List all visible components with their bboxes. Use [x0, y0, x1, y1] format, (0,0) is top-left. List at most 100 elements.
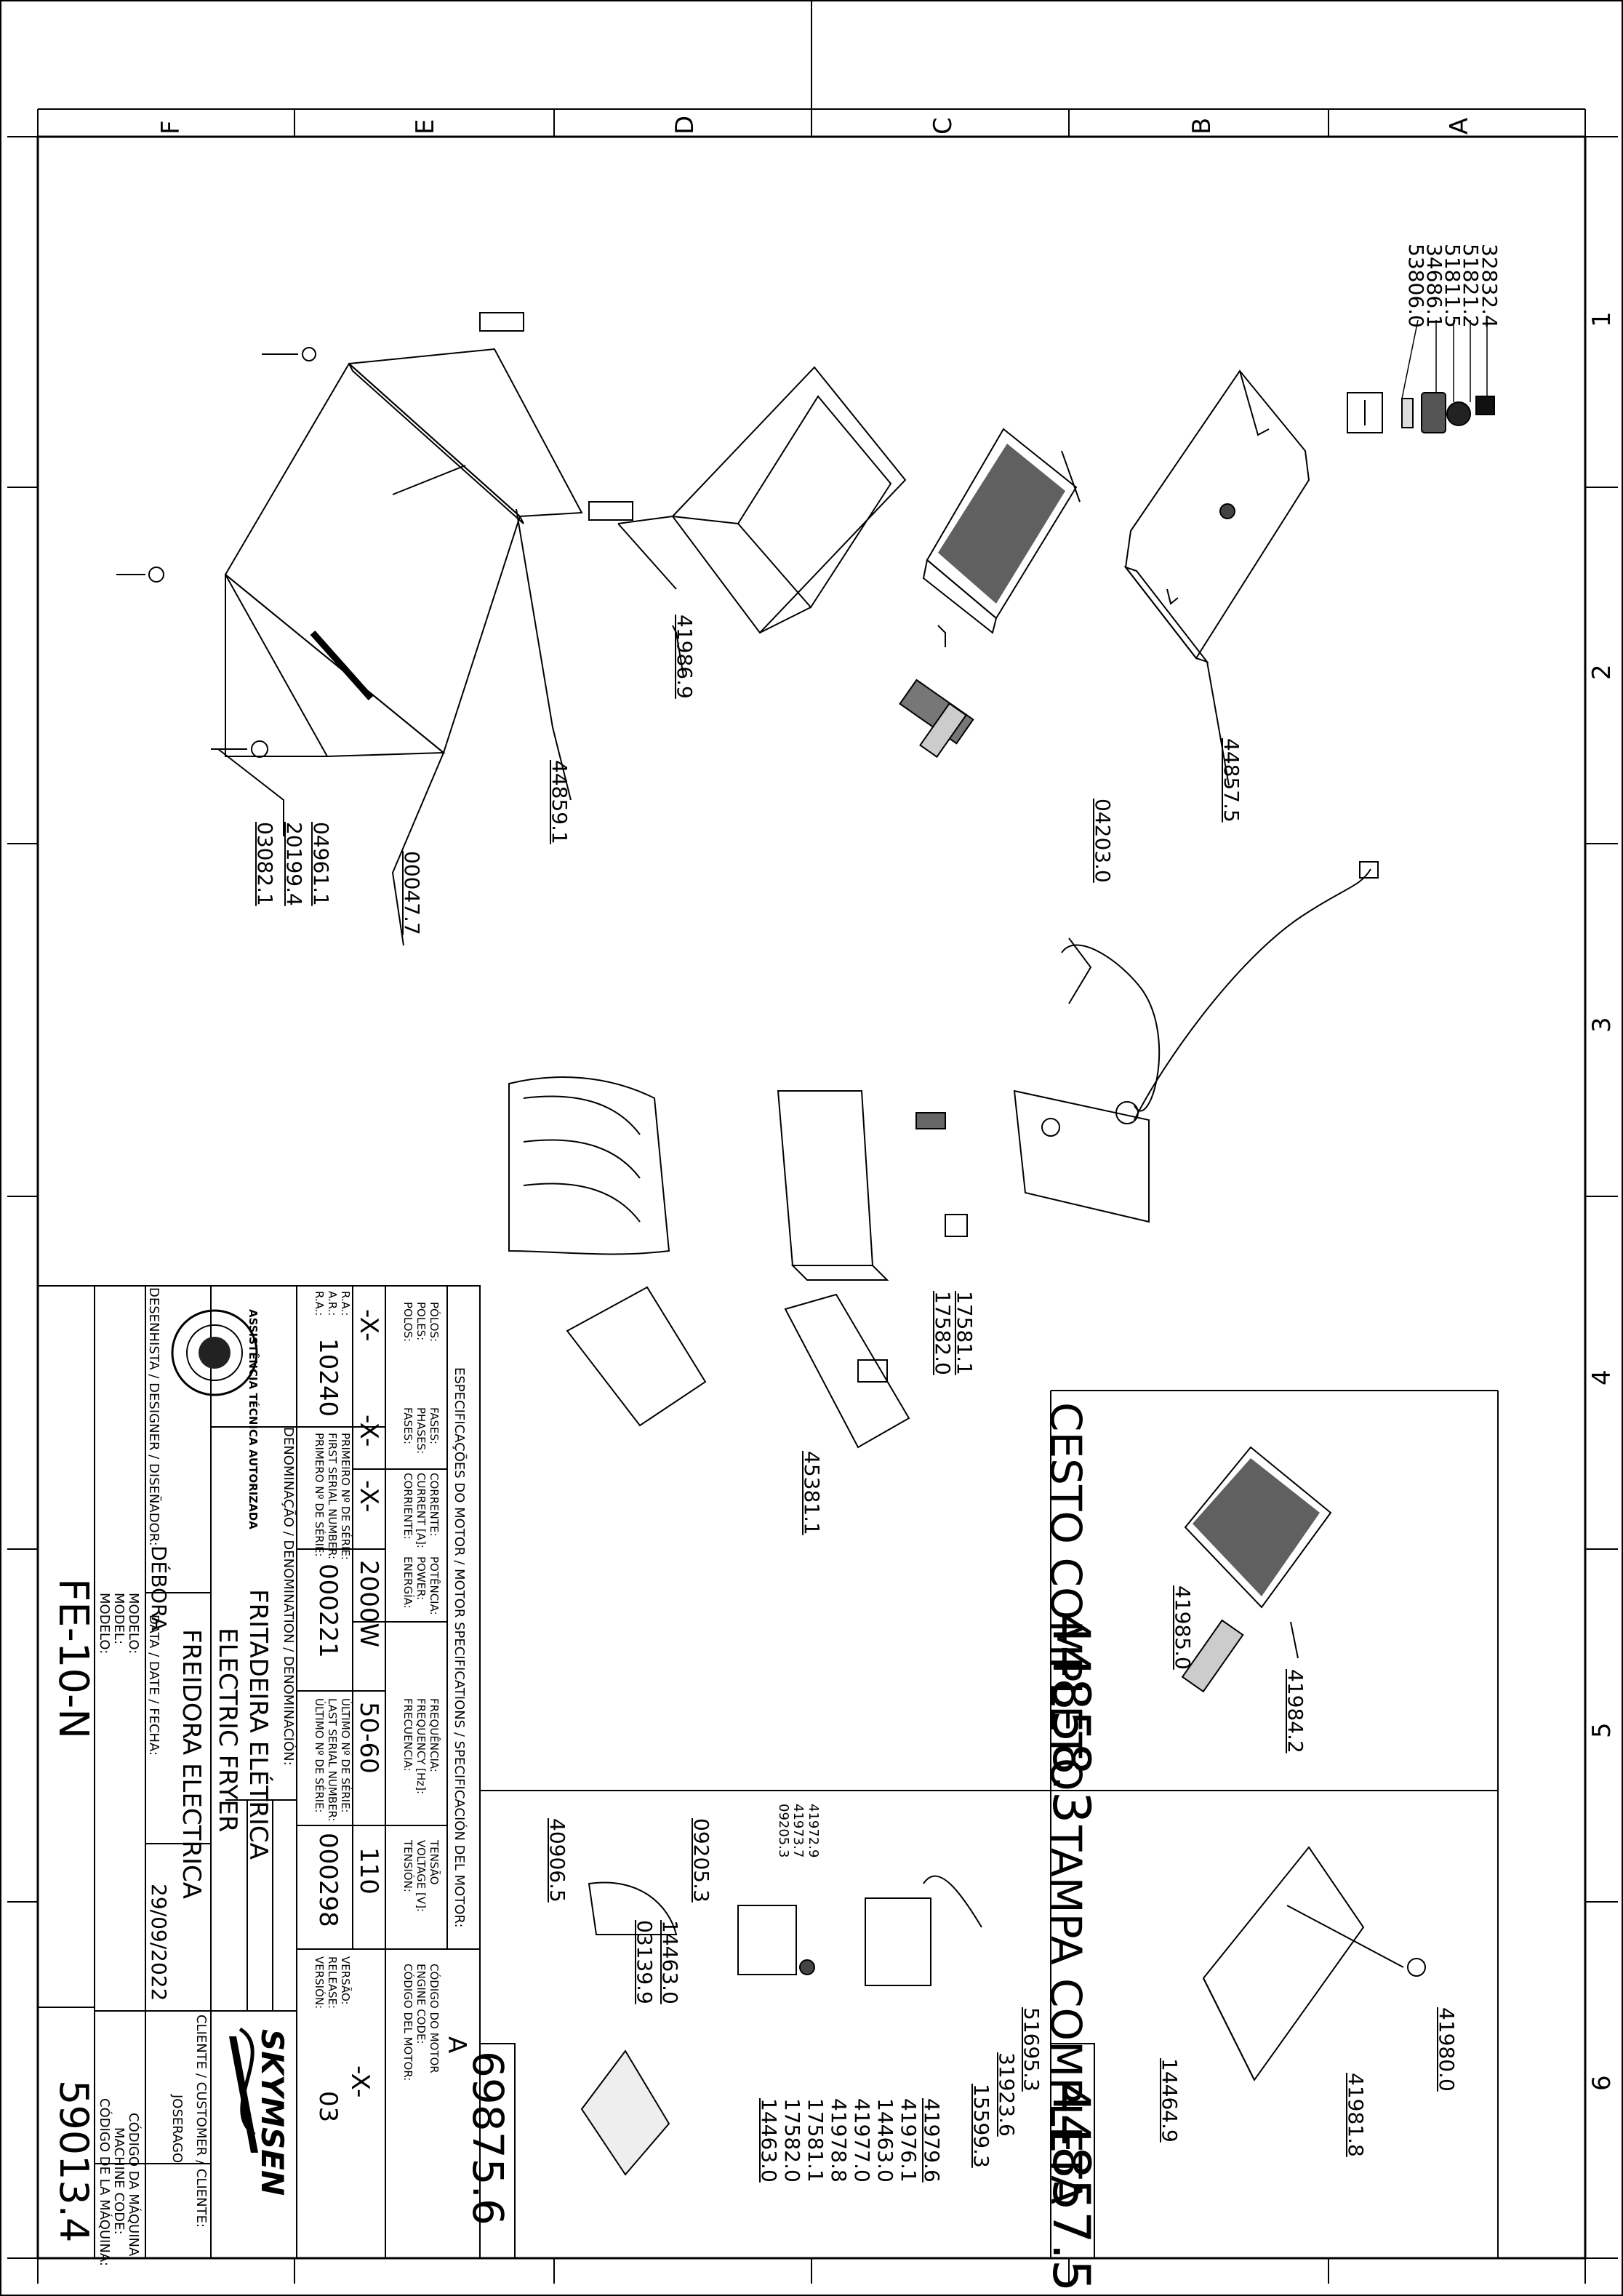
codigo-motor-label-en: ENGINE CODE: — [414, 1964, 428, 2044]
zone-letter-d: D — [670, 115, 700, 135]
part-panel: 45381.1 — [800, 1451, 824, 1535]
first-serial-value: 000221 — [313, 1564, 342, 1658]
fases-label-pt: FASES: — [428, 1407, 441, 1445]
elec-stack-6: 17581.1 — [804, 2098, 827, 2183]
basket-drawing — [899, 428, 1081, 759]
codigo-motor-label-pt: CÓDIGO DO MOTOR — [428, 1964, 441, 2073]
denominacao-label: DENOMINAÇÃO / DENOMINATION / DENOMINACIÓ… — [281, 1427, 296, 1766]
codigo-motor-value: -X- — [345, 2065, 374, 2098]
zone-letter-e: E — [411, 119, 440, 135]
electrical-code: 69875.6 — [463, 2051, 513, 2225]
elec-stack-8: 14463.0 — [757, 2098, 781, 2183]
zone-number-4: 4 — [1587, 1369, 1616, 1385]
tensao-label-en: VOLTAGE [V]: — [414, 1840, 428, 1912]
zone-number-2: 2 — [1587, 664, 1616, 680]
revision-letter: A — [442, 2036, 471, 2054]
modelo-value: FE-10-N — [49, 1578, 97, 1740]
tensao-label-es: TENSIÓN: — [401, 1840, 414, 1892]
first-serial-label-en: FIRST SERIAL NUMBER: — [326, 1433, 339, 1560]
zone-ticks-right — [1585, 136, 1618, 2259]
first-serial-label-es: PRIMERO Nº DE SÉRIE: — [313, 1433, 326, 1557]
zone-number-3: 3 — [1587, 1017, 1616, 1033]
zone-ticks-top — [37, 108, 1586, 137]
versao-value: 03 — [313, 2091, 342, 2123]
elec-p5: 15599.3 — [969, 2084, 993, 2168]
potencia-label-en: POWER: — [414, 1556, 428, 1601]
tensao-label-pt: TENSÃO — [428, 1840, 441, 1885]
control-box-drawing — [508, 1076, 1150, 1449]
part-body: 44859.1 — [548, 760, 572, 844]
zone-letter-b: B — [1187, 117, 1217, 135]
electrical-assembly — [580, 1875, 982, 2176]
elec-element: 40906.5 — [545, 1818, 569, 1903]
name-pt: FRITADEIRA ELÉTRICA — [244, 1589, 273, 1860]
elec-stack-7: 17582.0 — [780, 2098, 804, 2183]
pan-drawing — [617, 366, 907, 634]
cesto-part-b: 41985.0 — [1171, 1585, 1195, 1670]
desenhista-label: DESENHISTA / DESIGNER / DISEÑADOR: — [146, 1287, 161, 1546]
corrente-label-es: CORRIENTE: — [401, 1473, 414, 1540]
name-es: FREIDORA ELECTRICA — [177, 1629, 206, 1900]
skymsen-logo-title — [229, 2027, 258, 2153]
zone-ticks-left — [7, 136, 38, 2259]
data-label: DATA / DATE / FECHA: — [146, 1615, 161, 1756]
power-cord — [1061, 861, 1379, 1121]
seal-text: ASSISTÊNCIA TÉCNICA AUTORIZADA — [247, 1309, 260, 1529]
tampa-part-b: 41981.8 — [1344, 2073, 1368, 2157]
ra-label-pt: R.A.: — [339, 1291, 352, 1316]
zone-number-6: 6 — [1587, 2075, 1616, 2091]
ra-value: 10240 — [313, 1338, 342, 1417]
versao-label-es: VERSIÓN: — [313, 1956, 326, 2009]
zone-letter-a: A — [1445, 117, 1474, 135]
cesto-basket — [1181, 1446, 1332, 1693]
elec-stack-2: 41976.1 — [897, 2098, 921, 2183]
polos-value: -X- — [354, 1309, 383, 1342]
part-screw-b: 20199.4 — [282, 822, 306, 906]
part-icon-5: 53806.0 — [1404, 244, 1428, 328]
corrente-label-pt: CORRENTE: — [428, 1473, 441, 1537]
polos-label-en: POLES: — [414, 1302, 428, 1341]
part-lid: 44857.5 — [1219, 738, 1243, 823]
title-block — [37, 1285, 481, 2259]
zone-ticks-bottom — [37, 2257, 1586, 2284]
polos-label-es: POLOS: — [401, 1302, 414, 1343]
corrente-label-en: CURRENT [A]: — [414, 1473, 428, 1548]
frequencia-value: 50-60 — [354, 1702, 383, 1774]
lid-drawing — [1123, 369, 1310, 786]
elec-top-1: 41972.9 — [806, 1804, 821, 1858]
modelo-label-en: MODEL: — [111, 1593, 127, 1645]
elec-p3: 51695.3 — [1019, 2007, 1043, 2092]
potencia-value: 2000W — [354, 1560, 383, 1648]
modelo-label-es: MODELO: — [97, 1593, 112, 1655]
elec-p4: 31923.6 — [995, 2052, 1019, 2137]
zone-number-5: 5 — [1587, 1722, 1616, 1738]
last-serial-label-en: LAST SERIAL NUMBER: — [326, 1698, 339, 1822]
frequencia-label-es: FRECUENCIA: — [401, 1698, 414, 1772]
codigo-maquina-label-en: MACHINE CODE: — [111, 2127, 127, 2235]
potencia-label-es: ENERGÍA: — [401, 1556, 414, 1609]
cliente-label: CLIENTE / CUSTOMER / CLIENTE: — [193, 2015, 209, 2228]
elec-stack-1: 41979.6 — [920, 2098, 944, 2183]
tampa-part-a: 41980.0 — [1435, 2007, 1459, 2092]
name-en: ELECTRIC FRYER — [213, 1628, 242, 1833]
part-switch-b: 17582.0 — [931, 1291, 955, 1375]
first-serial-label-pt: PRIMEIRO Nº DE SÉRIE: — [339, 1433, 352, 1560]
polos-label-pt: PÓLOS: — [428, 1302, 441, 1343]
tampa-part-c: 14464.9 — [1158, 2058, 1182, 2143]
codigo-maquina-value: 59013.4 — [51, 2080, 97, 2243]
tensao-value: 110 — [354, 1847, 383, 1895]
elec-top-2: 41973.7 — [790, 1804, 806, 1858]
cesto-part-a: 41984.2 — [1283, 1669, 1307, 1753]
assistance-seal — [171, 1309, 258, 1396]
tampa-lid — [1202, 1846, 1426, 2081]
elec-stack-3: 14463.0 — [873, 2098, 897, 2183]
fases-value: -X- — [354, 1415, 383, 1447]
last-serial-label-es: ÚLTIMO Nº DE SÉRIE: — [313, 1698, 326, 1813]
frequencia-label-en: FREQUENCY [Hz]: — [414, 1698, 428, 1795]
fases-label-en: PHASES: — [414, 1407, 428, 1455]
cesto-code: 44858.3 — [1041, 1613, 1101, 1824]
versao-label-en: RELEASE: — [326, 1956, 339, 2009]
zone-letter-c: C — [929, 117, 958, 135]
